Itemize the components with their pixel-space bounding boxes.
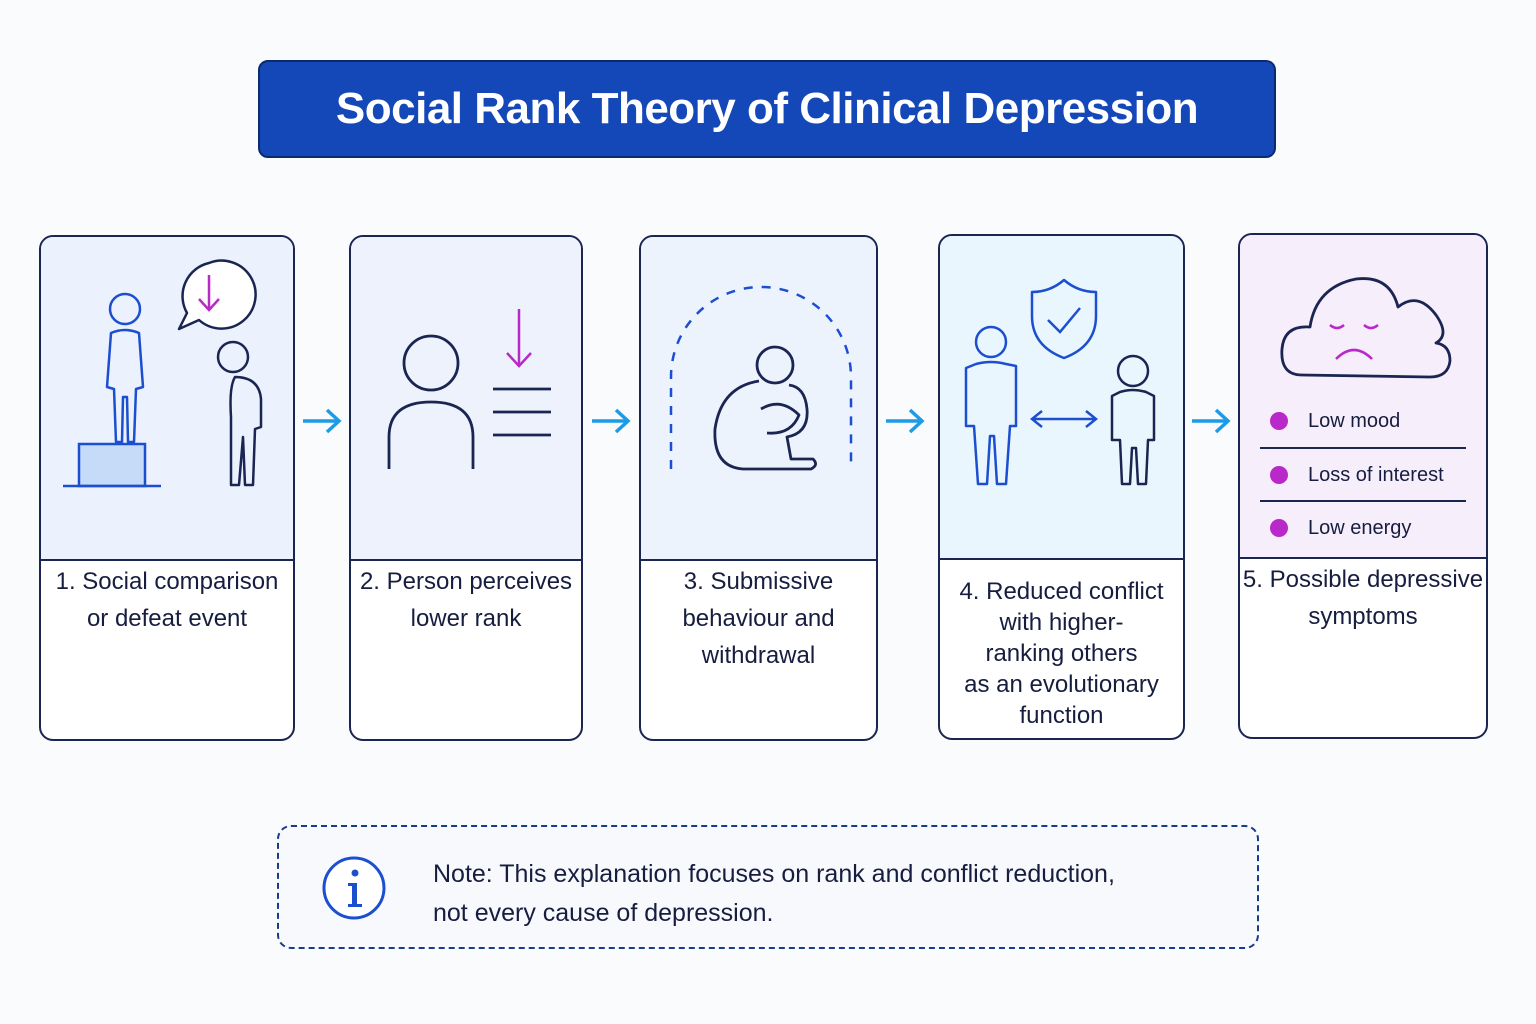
step-caption-2: 2. Person perceives lower rank bbox=[351, 563, 581, 637]
flow-arrow-icon bbox=[1192, 408, 1231, 434]
caption-line: 3. Submissive bbox=[683, 568, 834, 595]
divider bbox=[1260, 447, 1466, 449]
step-card-2: 2. Person perceives lower rank bbox=[349, 235, 583, 741]
crouching-person-icon bbox=[669, 285, 853, 471]
step-illustration-4 bbox=[940, 236, 1183, 560]
person-with-down-arrow-icon bbox=[387, 309, 551, 469]
caption-line: 5. Possible depressive bbox=[1242, 566, 1484, 593]
flow-arrow-icon bbox=[886, 408, 925, 434]
caption-line: with higher- bbox=[999, 609, 1124, 636]
step-caption-3: 3. Submissive behaviour and withdrawal bbox=[641, 563, 876, 674]
step-card-1: 1. Social comparison or defeat event bbox=[39, 235, 295, 741]
caption-line: 4. Reduced conflict bbox=[959, 578, 1164, 605]
shield-check-icon bbox=[964, 278, 1156, 486]
note-line: not every cause of depression. bbox=[433, 899, 774, 927]
step-card-4: 4. Reduced conflict with higher- ranking… bbox=[938, 234, 1185, 740]
flow-arrow-icon bbox=[592, 408, 631, 434]
symptom-item-loss-of-interest: Loss of interest bbox=[1258, 459, 1466, 491]
step-caption-5: 5. Possible depressive symptoms bbox=[1240, 561, 1486, 635]
caption-line: behaviour and bbox=[682, 605, 835, 632]
title-banner: Social Rank Theory of Clinical Depressio… bbox=[258, 60, 1276, 158]
note-text: Note: This explanation focuses on rank a… bbox=[433, 855, 1233, 933]
caption-line: as an evolutionary bbox=[964, 671, 1159, 698]
bullet-dot bbox=[1270, 519, 1288, 537]
step-illustration-3 bbox=[641, 237, 876, 561]
note-line: Note: This explanation focuses on rank a… bbox=[433, 860, 1115, 888]
caption-line: ranking others bbox=[985, 640, 1138, 667]
symptom-label: Loss of interest bbox=[1308, 463, 1444, 486]
caption-line: symptoms bbox=[1308, 603, 1418, 630]
caption-line: function bbox=[1019, 702, 1104, 729]
symptom-label: Low mood bbox=[1308, 409, 1401, 432]
bullet-dot bbox=[1270, 412, 1288, 430]
symptom-label: Low energy bbox=[1308, 516, 1412, 539]
note-box: Note: This explanation focuses on rank a… bbox=[277, 825, 1259, 949]
step-card-3: 3. Submissive behaviour and withdrawal bbox=[639, 235, 878, 741]
info-icon bbox=[322, 856, 386, 920]
caption-line: or defeat event bbox=[86, 605, 248, 632]
caption-line: lower rank bbox=[410, 605, 522, 632]
symptom-item-low-energy: Low energy bbox=[1258, 512, 1466, 544]
sad-cloud-icon bbox=[1280, 277, 1452, 379]
step-illustration-5: Low mood Loss of interest Low energy bbox=[1240, 235, 1486, 559]
page-title: Social Rank Theory of Clinical Depressio… bbox=[335, 84, 1199, 133]
step-card-5: Low mood Loss of interest Low energy 5. … bbox=[1238, 233, 1488, 739]
step-illustration-2 bbox=[351, 237, 581, 561]
step-caption-1: 1. Social comparison or defeat event bbox=[41, 563, 293, 637]
caption-line: 2. Person perceives bbox=[359, 568, 573, 595]
bullet-dot bbox=[1270, 466, 1288, 484]
caption-line: withdrawal bbox=[701, 642, 816, 669]
flow-arrow-icon bbox=[303, 408, 342, 434]
caption-line: 1. Social comparison bbox=[55, 568, 279, 595]
step-illustration-1 bbox=[41, 237, 293, 561]
symptom-item-low-mood: Low mood bbox=[1258, 405, 1466, 437]
person-on-podium-and-small-person-icon bbox=[63, 259, 263, 488]
divider bbox=[1260, 500, 1466, 502]
step-caption-4: 4. Reduced conflict with higher- ranking… bbox=[940, 576, 1183, 731]
